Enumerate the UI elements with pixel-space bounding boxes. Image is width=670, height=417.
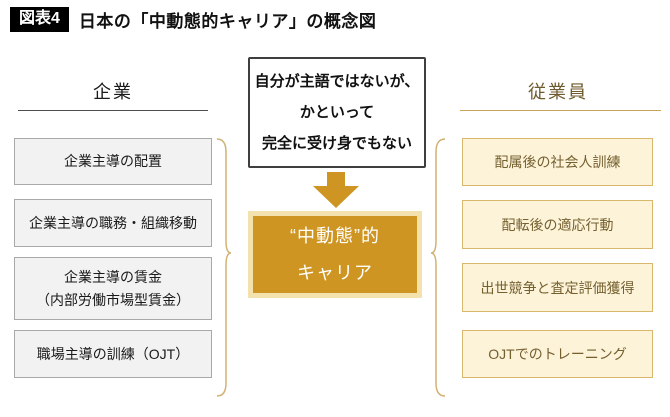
left-group-brace-path <box>216 138 232 397</box>
employee-column-header: 従業員 <box>528 82 588 102</box>
employee-box-social-training-label: 配属後の社会人訓練 <box>494 154 621 170</box>
company-box-ojt-training-label: 職場主導の訓練（OJT） <box>36 345 190 362</box>
note-line-3: 完全に受け身でもない <box>261 135 412 152</box>
employee-box-adaptation: 配転後の適応行動 <box>462 200 653 249</box>
down-arrow-shape <box>313 172 359 208</box>
note-box: 自分が主語ではないが、 かといって 完全に受け身でもない <box>248 57 426 168</box>
company-box-wages-label-line2: （内部労働市場型賃金） <box>36 291 190 308</box>
middle-voice-career-line-2: キャリア <box>297 262 373 283</box>
figure-title-row: 図表4 日本の「中動態的キャリア」の概念図 <box>10 7 376 32</box>
company-box-placement: 企業主導の配置 <box>14 138 212 185</box>
company-box-job-transfer-label: 企業主導の職務・組織移動 <box>29 214 197 231</box>
note-line-1: 自分が主語ではないが、 <box>254 73 420 90</box>
figure-title: 日本の「中動態的キャリア」の概念図 <box>78 12 377 31</box>
note-line-2: かといって <box>299 104 375 121</box>
employee-box-social-training: 配属後の社会人訓練 <box>462 138 653 186</box>
company-box-ojt-training: 職場主導の訓練（OJT） <box>14 330 212 378</box>
employee-box-ojt-label: OJTでのトレーニング <box>488 346 627 362</box>
company-box-job-transfer: 企業主導の職務・組織移動 <box>14 199 212 247</box>
employee-box-adaptation-label: 配転後の適応行動 <box>501 216 614 233</box>
company-box-wages: 企業主導の賃金 （内部労働市場型賃金） <box>14 257 212 320</box>
right-group-brace-path <box>430 138 446 397</box>
figure-number-badge: 図表4 <box>10 7 69 32</box>
company-header-underline <box>18 110 208 111</box>
employee-box-promotion-label: 出世競争と査定評価獲得 <box>480 279 635 296</box>
company-box-placement-label: 企業主導の配置 <box>64 153 162 169</box>
employee-box-ojt: OJTでのトレーニング <box>462 330 653 378</box>
middle-voice-career-line-1: “中動態”的 <box>290 225 380 246</box>
left-group-brace-icon <box>216 138 232 397</box>
middle-voice-career-box: “中動態”的 キャリア <box>248 211 422 298</box>
employee-header-underline <box>460 110 661 111</box>
employee-box-promotion: 出世競争と査定評価獲得 <box>462 263 653 312</box>
right-group-brace-icon <box>430 138 446 397</box>
company-box-wages-label-line1: 企業主導の賃金 <box>64 268 162 285</box>
down-arrow-icon <box>313 172 359 208</box>
company-column-header: 企業 <box>93 82 133 102</box>
